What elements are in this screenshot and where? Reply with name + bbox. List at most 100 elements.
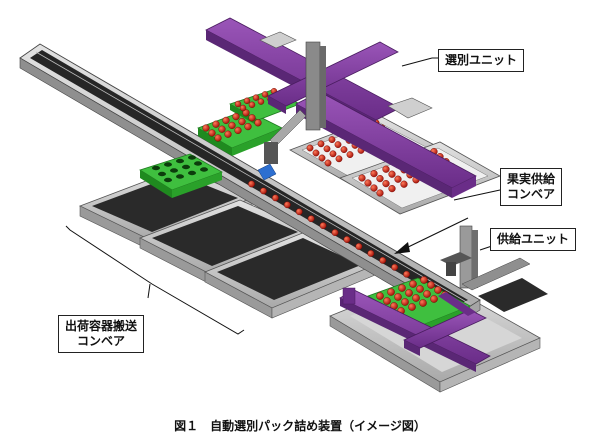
fruit-supply-conveyor <box>19 43 481 325</box>
tray-hole <box>194 161 202 166</box>
tray-fruit <box>224 130 232 138</box>
tray-fruit <box>218 125 226 133</box>
conveyor-fruit <box>343 236 351 243</box>
tray-fruit <box>252 94 260 101</box>
shipping-container-conveyor-label-line2: コンベア <box>77 334 126 348</box>
station-fruit <box>323 145 331 153</box>
station-fruit <box>370 184 378 192</box>
supply-unit-label: 供給ユニット <box>490 228 577 251</box>
tray-fruit <box>423 290 431 298</box>
fruit-supply-conveyor-label-line1: 果実供給 <box>507 172 556 186</box>
station-fruit <box>324 159 332 167</box>
station-fruit <box>358 174 366 182</box>
supply-unit-label-text: 供給ユニット <box>497 232 570 246</box>
tray-fruit <box>430 295 438 303</box>
station-fruit <box>400 180 408 188</box>
tray-hole <box>164 177 172 183</box>
tray-fruit <box>434 286 442 294</box>
tray-hole <box>200 167 208 172</box>
tray-hole <box>176 174 184 179</box>
tray-fruit <box>234 126 242 134</box>
station-fruit <box>328 136 336 144</box>
station-fruit <box>317 140 325 148</box>
station-fruit <box>388 170 396 178</box>
conveyor-fruit <box>295 208 303 216</box>
station-fruit <box>335 155 343 163</box>
tray-fruit <box>405 289 413 297</box>
tray-fruit <box>234 100 242 108</box>
tray-holes <box>152 155 208 183</box>
tray-fruit <box>244 122 252 131</box>
tray-fruit <box>420 276 428 284</box>
station-fruit <box>306 144 314 152</box>
station-fruit <box>394 175 402 183</box>
fruit-supply-conveyor-label: 果実供給 コンベア <box>500 168 563 206</box>
tray-fruit <box>238 117 246 126</box>
tray-hole <box>170 168 178 173</box>
selection-unit-label-text: 選別ユニット <box>445 53 518 67</box>
fruit-supply-conveyor-label-line2: コンベア <box>507 187 556 201</box>
bottom-purple-frame <box>339 287 491 372</box>
tray-fruit <box>214 134 222 142</box>
conveyor-fruit <box>331 229 339 236</box>
selection-unit-label: 選別ユニット <box>438 49 525 72</box>
tray-fruit <box>401 298 409 306</box>
tray-fruit <box>419 299 427 307</box>
arrow-left-icon <box>394 217 469 254</box>
conveyor-fruit <box>367 249 375 257</box>
tray-hole <box>176 158 184 164</box>
tray-fruit <box>416 285 424 293</box>
station-fruit <box>318 154 326 162</box>
tray-fruit <box>202 124 210 132</box>
tray-fruit <box>398 284 406 292</box>
supply-unit <box>440 225 531 291</box>
tray-fruit <box>254 119 262 127</box>
tray-fruit <box>248 114 256 122</box>
tray-fruit <box>243 97 251 105</box>
tray-hole <box>188 170 196 176</box>
conveyor-fruit <box>319 222 327 230</box>
tray-fruit <box>408 303 416 311</box>
conveyor-fruit <box>248 180 255 188</box>
tray-fruit <box>387 288 395 296</box>
tray-fruit <box>232 112 240 121</box>
tray-fruit <box>242 109 250 117</box>
station-fruit <box>346 151 354 159</box>
tray-fruit <box>208 129 216 137</box>
selection-unit-gantry <box>205 17 477 198</box>
conveyor-fruit <box>379 256 387 264</box>
tray-fruit <box>228 121 236 130</box>
tray-hole <box>158 171 166 177</box>
tray-hole <box>188 155 196 160</box>
station-fruit <box>329 150 337 158</box>
tray-fruit <box>376 292 384 300</box>
conveyor-fruit <box>391 263 399 271</box>
station-fruit <box>376 189 384 197</box>
shipping-container-conveyor-label-line1: 出荷容器搬送 <box>65 319 138 333</box>
tray-fruit <box>261 91 269 98</box>
conveyor-fruit <box>355 243 363 250</box>
station-fruit <box>364 179 372 187</box>
station-fruit <box>382 165 390 173</box>
tray-fruit <box>427 281 435 289</box>
tray-hole <box>164 162 172 167</box>
tray-hole <box>182 164 190 170</box>
tray-fruit <box>212 120 220 128</box>
conveyor-fruit <box>403 270 410 278</box>
tray-fruit <box>409 280 417 288</box>
tray-hole <box>152 165 160 171</box>
conveyor-fruit <box>283 201 291 209</box>
station-fruit <box>370 170 378 178</box>
conveyor-fruit <box>260 187 267 195</box>
station-fruit <box>388 185 396 193</box>
tray-fruit <box>222 116 230 125</box>
shipping-conveyor-3 <box>204 231 376 319</box>
tray-fruit <box>257 98 265 105</box>
tray-fruit <box>248 101 256 109</box>
tray-fruit <box>239 104 247 112</box>
station-fruit <box>334 141 342 149</box>
station-fruit <box>312 149 320 157</box>
tray-fruit <box>383 297 391 305</box>
shipping-container-conveyor-label: 出荷容器搬送 コンベア <box>58 315 145 353</box>
